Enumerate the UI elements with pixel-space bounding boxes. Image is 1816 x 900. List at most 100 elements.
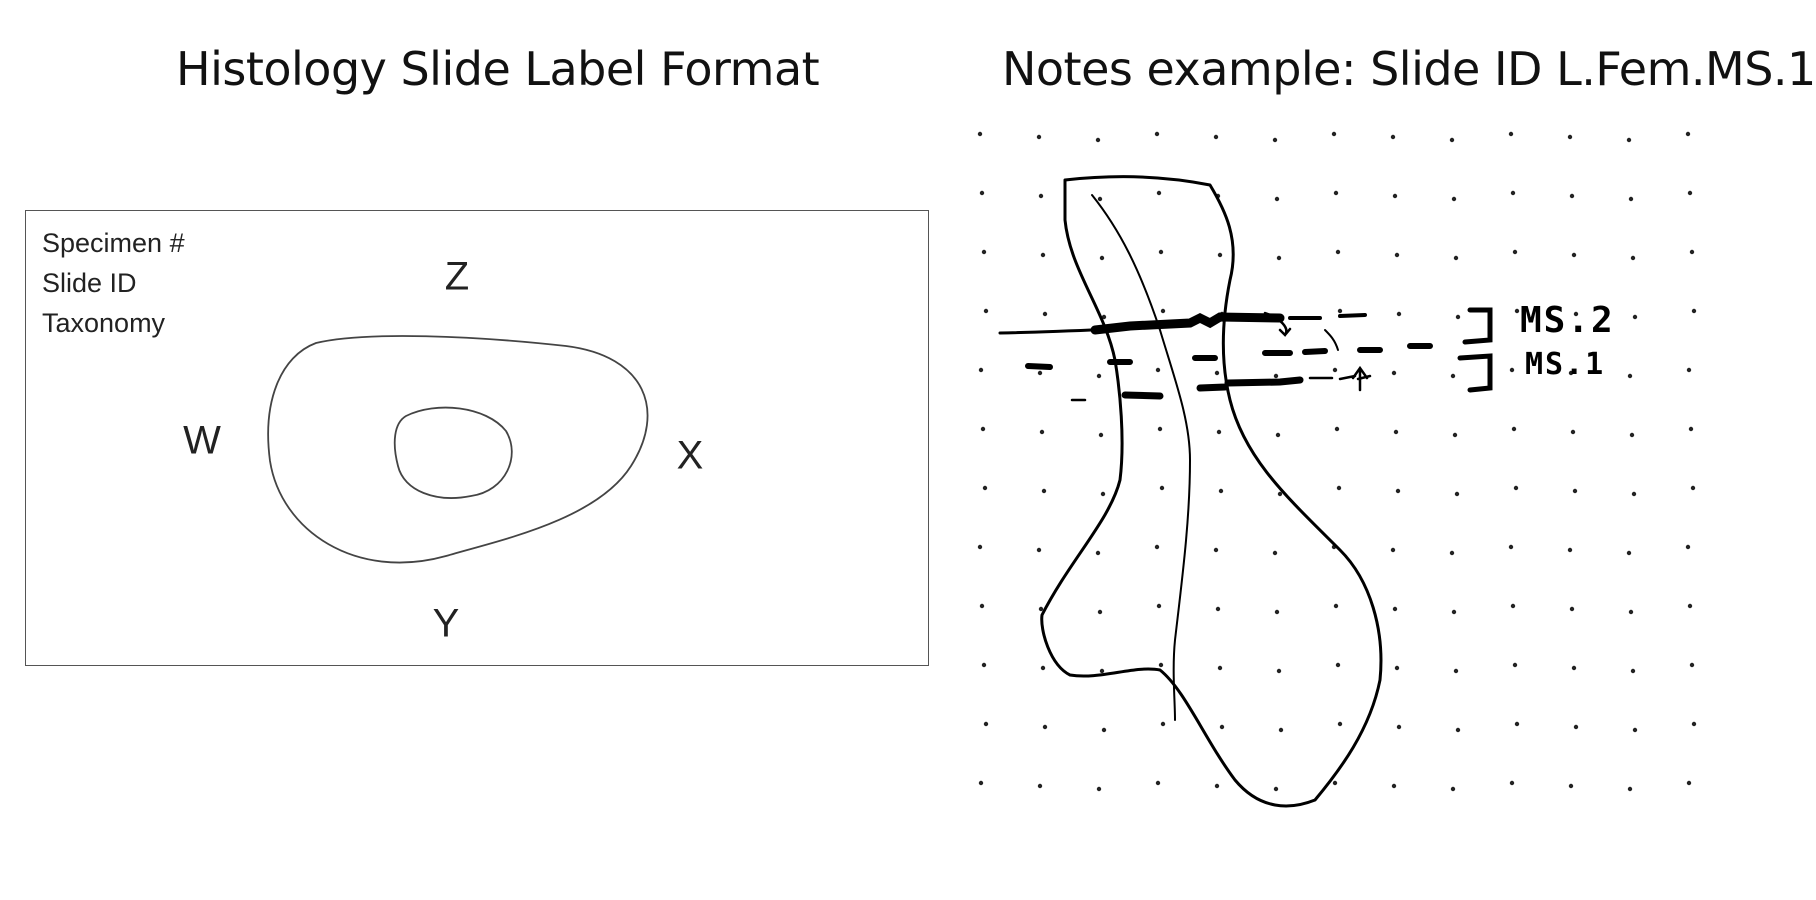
grid-dot — [1630, 668, 1636, 674]
grid-dot — [1508, 131, 1514, 137]
grid-dot — [1629, 432, 1635, 438]
grid-dot — [1037, 370, 1043, 376]
dot-grid-paper — [977, 131, 1697, 792]
grid-dot — [1509, 367, 1515, 373]
grid-dot — [980, 426, 986, 432]
grid-dot — [1568, 783, 1574, 789]
grid-dot — [1095, 137, 1101, 143]
grid-dot — [1040, 252, 1046, 258]
grid-dot — [1159, 485, 1165, 491]
grid-dot — [981, 662, 987, 668]
grid-dot — [1277, 491, 1283, 497]
grid-dot — [1508, 544, 1514, 550]
grid-dot — [1096, 786, 1102, 792]
grid-dot — [1272, 550, 1278, 556]
grid-dot — [1041, 488, 1047, 494]
grid-dot — [1331, 131, 1337, 137]
grid-dot — [1037, 783, 1043, 789]
grid-dot — [1450, 786, 1456, 792]
grid-dot — [1455, 727, 1461, 733]
grid-dot — [1396, 311, 1402, 317]
grid-dot — [1570, 429, 1576, 435]
grid-dot — [1686, 367, 1692, 373]
grid-dot — [1453, 668, 1459, 674]
taxonomy-field: Taxonomy — [42, 308, 166, 338]
notes-example-title: Notes example: Slide ID L.Fem.MS.1 — [1002, 42, 1816, 96]
grid-dot — [1217, 665, 1223, 671]
cortex-outline — [267, 335, 649, 564]
grid-dot — [1334, 426, 1340, 432]
grid-dot — [1394, 665, 1400, 671]
grid-dot — [1451, 609, 1457, 615]
grid-dot — [1687, 603, 1693, 609]
direction-w-label: W — [183, 418, 221, 463]
grid-dot — [1573, 724, 1579, 730]
grid-dot — [1511, 426, 1517, 432]
grid-dot — [1217, 252, 1223, 258]
grid-dot — [1039, 429, 1045, 435]
grid-dot — [1689, 249, 1695, 255]
grid-dot — [1626, 550, 1632, 556]
marrow-cavity-outline — [393, 406, 513, 499]
grid-dot — [1393, 429, 1399, 435]
grid-dot — [1213, 547, 1219, 553]
grid-dot — [1628, 196, 1634, 202]
slide-label-diagram: Specimen # Slide ID Taxonomy Z W X Y — [25, 210, 929, 666]
grid-dot — [1099, 255, 1105, 261]
grid-dot — [1689, 662, 1695, 668]
grid-dot — [1573, 311, 1579, 317]
grid-dot — [1213, 134, 1219, 140]
grid-dot — [1101, 314, 1107, 320]
grid-dot — [1567, 547, 1573, 553]
grid-dot — [1571, 252, 1577, 258]
grid-dot — [1154, 131, 1160, 137]
grid-dot — [1391, 783, 1397, 789]
grid-dot — [1156, 190, 1162, 196]
grid-dot — [1630, 255, 1636, 261]
grid-dot — [1098, 432, 1104, 438]
grid-dot — [1095, 550, 1101, 556]
grid-dot — [1160, 721, 1166, 727]
grid-dot — [1685, 544, 1691, 550]
section-cut-marks — [998, 307, 1493, 402]
femur-sketch: MS.2 MS.1 — [977, 131, 1697, 808]
grid-dot — [1273, 373, 1279, 379]
grid-dot — [978, 367, 984, 373]
grid-dot — [1215, 606, 1221, 612]
grid-dot — [1450, 373, 1456, 379]
grid-dot — [1278, 727, 1284, 733]
grid-dot — [982, 485, 988, 491]
grid-dot — [1512, 249, 1518, 255]
grid-dot — [1216, 429, 1222, 435]
grid-dot — [1272, 137, 1278, 143]
grid-dot — [1451, 196, 1457, 202]
grid-dot — [1690, 485, 1696, 491]
grid-dot — [1509, 780, 1515, 786]
grid-dot — [983, 721, 989, 727]
grid-dot — [1042, 724, 1048, 730]
slide-label-format-title: Histology Slide Label Format — [176, 42, 820, 96]
grid-dot — [1454, 491, 1460, 497]
grid-dot — [1097, 609, 1103, 615]
direction-y-label: Y — [432, 601, 460, 646]
grid-dot — [1335, 662, 1341, 668]
grid-dot — [1510, 190, 1516, 196]
bone-cross-section — [267, 335, 649, 564]
grid-dot — [1688, 426, 1694, 432]
grid-dot — [1096, 373, 1102, 379]
grid-dot — [1155, 367, 1161, 373]
grid-dot — [1452, 432, 1458, 438]
grid-dot — [1274, 609, 1280, 615]
grid-dot — [978, 780, 984, 786]
grid-dot — [1099, 668, 1105, 674]
grid-dot — [981, 249, 987, 255]
grid-dot — [1042, 311, 1048, 317]
grid-dot — [1273, 786, 1279, 792]
grid-dot — [1157, 426, 1163, 432]
grid-dot — [1154, 544, 1160, 550]
grid-dot — [1632, 727, 1638, 733]
grid-dot — [1392, 193, 1398, 199]
grid-dot — [1512, 662, 1518, 668]
grid-dot — [1337, 721, 1343, 727]
grid-dot — [977, 544, 983, 550]
